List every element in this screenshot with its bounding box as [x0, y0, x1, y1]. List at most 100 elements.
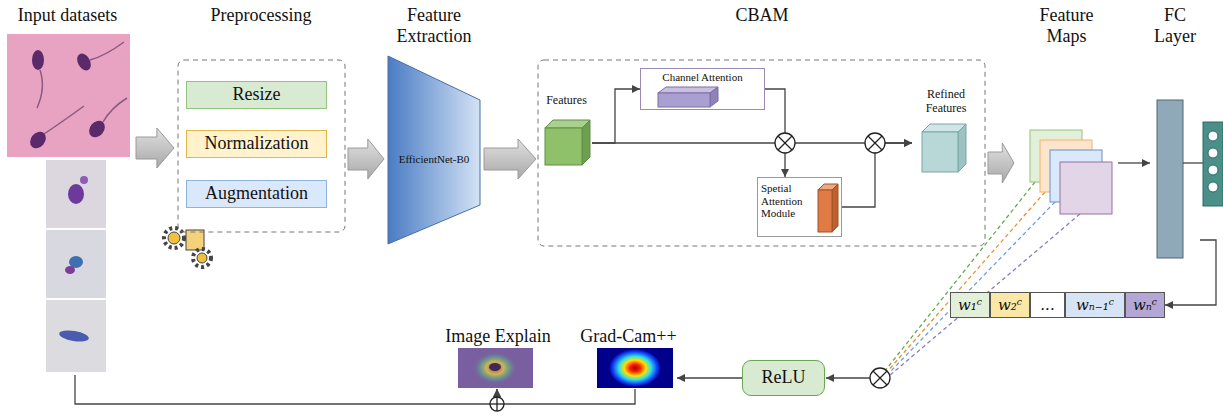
dashed-group: PreprocessingResizeNormalizationAugmenta… — [175, 5, 347, 235]
node-label: Image Explain — [440, 326, 556, 347]
heatmap-blob — [609, 349, 661, 387]
node-label: Input datasets — [0, 5, 135, 26]
heatmap — [597, 348, 673, 388]
fc-layer — [1157, 100, 1223, 258]
feature-map — [1060, 162, 1112, 214]
node-label: Grad-Cam++ — [580, 326, 677, 347]
fc-bar — [1157, 100, 1183, 258]
slab-side — [832, 184, 838, 232]
node-label: Normalization — [205, 134, 309, 154]
node-label: FC Layer — [1150, 5, 1200, 46]
sperm-tail — [90, 42, 124, 60]
dashed-line — [888, 202, 1055, 374]
node-label: Resize — [233, 85, 281, 105]
node-label: Refined Features — [915, 88, 977, 116]
connector — [1165, 240, 1216, 305]
input-panel: Input datasets — [0, 5, 135, 375]
attention-box: Spetial Attention Module — [757, 177, 842, 237]
gear — [168, 232, 180, 244]
node-label: Preprocessing — [175, 5, 347, 26]
slab-front — [658, 93, 710, 107]
feature-cube: Features — [541, 94, 592, 166]
node-label: w₁ᶜ — [958, 297, 982, 314]
refined-cube — [922, 124, 966, 172]
process-box: Augmentation — [186, 180, 327, 208]
sperm-head — [58, 328, 89, 343]
op-circle — [865, 133, 885, 153]
feature-maps: Feature Maps — [1015, 5, 1118, 232]
block-arrow — [348, 139, 384, 179]
cube-front — [545, 128, 582, 165]
node-label: wₙᶜ — [1133, 297, 1157, 314]
op-cross — [868, 136, 882, 150]
explain-panel: Image Explain — [440, 326, 556, 389]
connector — [75, 375, 497, 404]
heatmap-panel: Grad-Cam++ — [580, 326, 677, 389]
connector — [592, 142, 912, 143]
gear — [197, 253, 207, 263]
weight-cell: wₙᶜ — [1125, 292, 1165, 318]
node-label: Channel Attention — [641, 69, 764, 83]
database-icon — [186, 230, 204, 250]
cube-front — [922, 132, 958, 172]
process-box: Normalization — [186, 130, 327, 158]
network-block: Feature ExtractionEfficientNet-B0 — [385, 5, 483, 246]
image-ground — [458, 348, 533, 388]
block-arrow — [484, 139, 536, 179]
connector — [677, 377, 742, 378]
sperm-tail — [37, 70, 42, 108]
output-neuron — [1208, 165, 1218, 175]
dashed-group — [538, 60, 985, 246]
weight-cell: wₙ₋₁ᶜ — [1065, 292, 1125, 318]
output-neuron — [1208, 131, 1218, 141]
node-label: Feature Maps — [1031, 5, 1103, 46]
fc-link — [1183, 162, 1203, 163]
refined-cube: Refined Features — [912, 88, 980, 176]
gear-icon — [164, 228, 211, 267]
feature-map-stack — [1030, 130, 1112, 214]
output-column — [1203, 122, 1223, 206]
node-label: Augmentation — [205, 184, 308, 204]
image-overlay — [473, 352, 517, 384]
gear — [193, 249, 211, 267]
connector — [1118, 162, 1150, 163]
sperm-head — [27, 129, 49, 152]
multiply-op — [870, 368, 890, 388]
node-label: Spetial Attention Module — [758, 178, 816, 220]
cube-side — [582, 120, 590, 165]
dashed-line — [889, 214, 1080, 376]
dashed-group: CBAM Features Channel AttentionSpetial Att… — [537, 5, 987, 247]
sperm-part — [65, 266, 75, 274]
node-label: ... — [1040, 297, 1054, 314]
activation-box: ReLU — [742, 360, 825, 396]
network-trapezoid — [388, 56, 480, 244]
sample-images — [7, 34, 130, 372]
op-cross — [778, 136, 792, 150]
multiply-link — [826, 377, 870, 378]
sperm-image — [46, 160, 106, 228]
connector — [592, 89, 640, 143]
weight-cell: w₂ᶜ — [990, 292, 1030, 318]
gear — [164, 228, 184, 248]
node-label: Features — [541, 94, 592, 108]
node-label: w₂ᶜ — [998, 297, 1022, 314]
multiply-op — [775, 133, 795, 153]
weight-lines — [884, 182, 1080, 376]
process-box: Resize — [186, 81, 327, 109]
sperm-tail — [44, 106, 84, 134]
fc-layer: FC Layer — [1150, 5, 1200, 260]
sperm-image — [7, 34, 130, 157]
weight-cell: w₁ᶜ — [950, 292, 990, 318]
op-cross — [496, 397, 497, 411]
output-neuron — [1208, 148, 1218, 158]
sperm-tail — [103, 98, 127, 122]
sperm-part — [80, 176, 88, 184]
node-label: CBAM — [537, 5, 987, 26]
op-circle — [775, 133, 795, 153]
weight-cell: ... — [1030, 292, 1065, 318]
dashed-line — [886, 192, 1045, 373]
sperm-head — [68, 184, 84, 204]
